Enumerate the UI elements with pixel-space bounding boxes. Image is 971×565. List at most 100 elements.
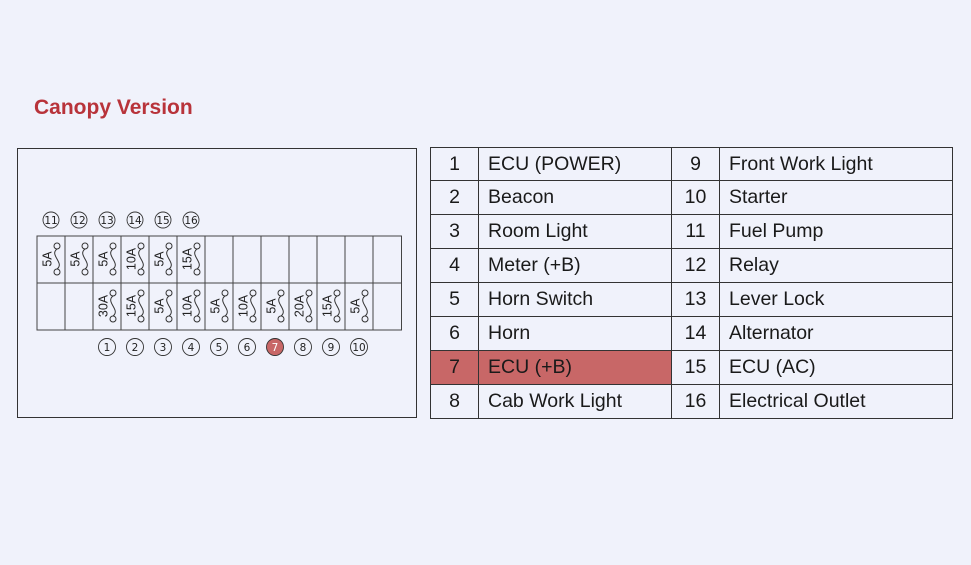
fuse-rating-label: 5A bbox=[153, 251, 167, 267]
fuse-rating-label: 5A bbox=[153, 298, 167, 314]
fuse-number-circle bbox=[182, 338, 200, 356]
fuse-number-label: 8 bbox=[300, 342, 307, 354]
fuse-name-cell: Front Work Light bbox=[719, 147, 953, 181]
fuse-terminal bbox=[193, 289, 201, 297]
fuse-number-label: 1 bbox=[104, 342, 111, 354]
fuse-terminal bbox=[305, 315, 313, 323]
fuse-number-cell: 5 bbox=[430, 282, 479, 317]
fuse-terminal bbox=[333, 289, 341, 297]
fuse-terminal bbox=[137, 289, 145, 297]
fuse-terminal bbox=[333, 315, 341, 323]
fuse-element bbox=[250, 295, 256, 317]
fuse-number-label: 5 bbox=[216, 342, 223, 354]
fuse-terminal bbox=[81, 268, 89, 276]
fuse-number-cell: 9 bbox=[671, 147, 720, 181]
fuse-rating-label: 15A bbox=[181, 247, 195, 270]
fuse-terminal bbox=[361, 289, 369, 297]
fuse-name-cell: Horn bbox=[478, 316, 672, 351]
fuse-number-circle bbox=[42, 211, 60, 229]
fuse-terminal bbox=[193, 268, 201, 276]
fuse-name-cell: Alternator bbox=[719, 316, 953, 351]
highlighted-fuse-number-circle bbox=[266, 338, 284, 356]
fuse-element bbox=[138, 248, 144, 270]
page-title: Canopy Version bbox=[34, 96, 193, 119]
fuse-number-circle bbox=[238, 338, 256, 356]
fuse-number-label: 7 bbox=[272, 342, 279, 354]
fuse-terminal bbox=[81, 242, 89, 250]
fuse-rating-label: 5A bbox=[97, 251, 111, 267]
fuse-number-cell: 12 bbox=[671, 248, 720, 283]
fuse-name-cell: Electrical Outlet bbox=[719, 384, 953, 419]
fuse-terminal bbox=[221, 289, 229, 297]
fuse-terminal bbox=[137, 242, 145, 250]
fuse-rating-label: 5A bbox=[349, 298, 363, 314]
fuse-name-cell: Meter (+B) bbox=[478, 248, 672, 283]
fuse-number-circle bbox=[322, 338, 340, 356]
fuse-element bbox=[362, 295, 368, 317]
fuse-number-label: 3 bbox=[160, 342, 167, 354]
fuse-name-cell: ECU (+B) bbox=[478, 350, 672, 385]
fuse-number-label: 13 bbox=[100, 215, 113, 227]
fuse-element bbox=[278, 295, 284, 317]
fuse-element bbox=[194, 248, 200, 270]
fuse-element bbox=[82, 248, 88, 270]
fuse-terminal bbox=[165, 242, 173, 250]
fuse-rating-label: 10A bbox=[237, 294, 251, 317]
fuse-terminal bbox=[165, 315, 173, 323]
fuse-element bbox=[222, 295, 228, 317]
fuse-number-label: 4 bbox=[188, 342, 195, 354]
fuse-number-cell: 6 bbox=[430, 316, 479, 351]
fuse-element bbox=[110, 248, 116, 270]
fuse-number-circle bbox=[126, 338, 144, 356]
fuse-number-label: 11 bbox=[44, 215, 57, 227]
fuse-rating-label: 5A bbox=[41, 251, 55, 267]
fuse-element bbox=[54, 248, 60, 270]
fuse-terminal bbox=[109, 242, 117, 250]
fuse-terminal bbox=[137, 315, 145, 323]
fuse-number-label: 2 bbox=[132, 342, 139, 354]
fuse-number-circle bbox=[154, 338, 172, 356]
fuse-rating-label: 5A bbox=[69, 251, 83, 267]
fuse-number-circle bbox=[210, 338, 228, 356]
fuse-name-cell: ECU (POWER) bbox=[478, 147, 672, 181]
fuse-terminal bbox=[249, 315, 257, 323]
fuse-name-cell: ECU (AC) bbox=[719, 350, 953, 385]
fuse-element bbox=[306, 295, 312, 317]
fuse-terminal bbox=[305, 289, 313, 297]
fuse-number-cell: 8 bbox=[430, 384, 479, 419]
fuse-name-cell: Starter bbox=[719, 180, 953, 215]
fuse-number-circle bbox=[98, 211, 116, 229]
fuse-terminal bbox=[137, 268, 145, 276]
fuse-number-circle bbox=[154, 211, 172, 229]
fuse-number-circle bbox=[98, 338, 116, 356]
fuse-terminal bbox=[277, 289, 285, 297]
fuse-element bbox=[334, 295, 340, 317]
fuse-terminal bbox=[165, 289, 173, 297]
fuse-terminal bbox=[53, 268, 61, 276]
fuse-name-cell: Horn Switch bbox=[478, 282, 672, 317]
fuse-terminal bbox=[361, 315, 369, 323]
fuse-rating-label: 15A bbox=[125, 294, 139, 317]
fuse-terminal bbox=[109, 268, 117, 276]
fuse-number-cell: 4 bbox=[430, 248, 479, 283]
fuse-element bbox=[138, 295, 144, 317]
fuse-number-cell: 13 bbox=[671, 282, 720, 317]
fuse-terminal bbox=[193, 315, 201, 323]
fuse-name-cell: Relay bbox=[719, 248, 953, 283]
fuse-number-label: 6 bbox=[244, 342, 251, 354]
fuse-rating-label: 10A bbox=[125, 247, 139, 270]
fuse-name-cell: Fuel Pump bbox=[719, 214, 953, 249]
fuse-number-cell: 15 bbox=[671, 350, 720, 385]
fuse-number-label: 15 bbox=[156, 215, 169, 227]
fuse-element bbox=[166, 295, 172, 317]
fuse-terminal bbox=[249, 289, 257, 297]
